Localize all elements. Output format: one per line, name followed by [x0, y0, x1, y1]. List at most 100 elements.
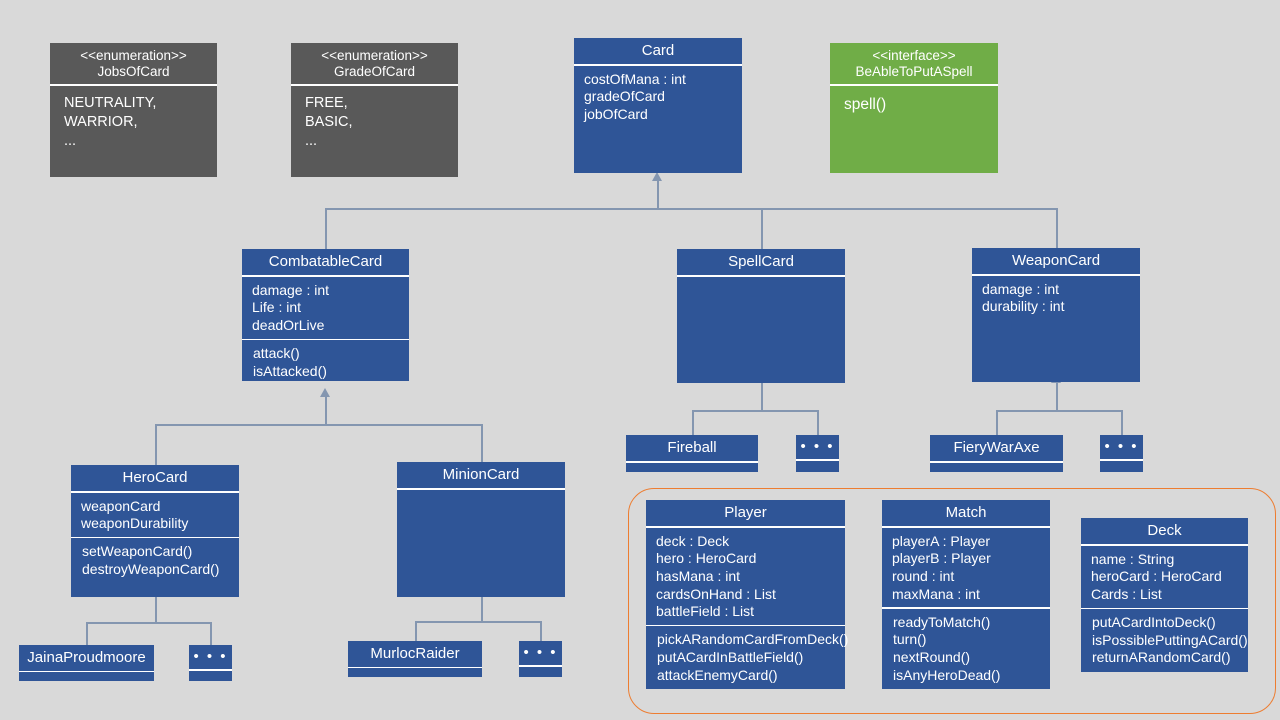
header-divider: [1081, 543, 1248, 546]
ellipsis-label: • • •: [193, 648, 228, 665]
class-header-match: Match: [945, 504, 987, 521]
spacer: [397, 499, 565, 597]
class-operations-deck: putACardIntoDeck() isPossiblePuttingACar…: [1092, 614, 1248, 666]
connector-spellcard-bus: [692, 410, 818, 412]
header-divider: [882, 525, 1050, 528]
spacer: [882, 688, 1050, 689]
class-attributes-hero-card: weaponCard weaponDurability: [81, 497, 189, 532]
connector-weaponcard-to-weaponmore: [1121, 410, 1123, 435]
class-box-murloc-raider[interactable]: MurlocRaider: [348, 641, 482, 677]
class-header-player: Player: [724, 504, 767, 521]
spacer: [677, 286, 845, 383]
spacer: [71, 583, 239, 597]
class-operations-match: readyToMatch() turn() nextRound() isAnyH…: [893, 613, 1001, 683]
connector-minioncard-to-murlocraider: [415, 621, 417, 641]
spacer: [519, 667, 562, 678]
header-divider: [677, 274, 845, 277]
class-operations-hero-card: setWeaponCard() destroyWeaponCard(): [82, 543, 220, 578]
connector-minioncard-to-minionmore: [540, 621, 542, 641]
class-attributes-card: costOfMana : int gradeOfCard jobOfCard: [584, 70, 686, 122]
connector-combatablecard-to-herocard: [155, 424, 157, 465]
class-box-fiery-war-axe[interactable]: FieryWarAxe: [930, 435, 1063, 472]
class-box-deck[interactable]: Deck name : String heroCard : HeroCard C…: [1081, 518, 1248, 672]
connector-weaponcard-to-fierywaraxe: [996, 410, 998, 435]
connector-combatablecard-to-minioncard: [481, 424, 483, 462]
class-box-match[interactable]: Match playerA : Player playerB : Player …: [882, 500, 1050, 689]
attributes-divider: [71, 536, 239, 539]
class-box-hero-more[interactable]: • • •: [189, 645, 232, 681]
spacer: [646, 688, 845, 689]
class-box-grade-of-card[interactable]: <<enumeration>> GradeOfCard FREE, BASIC,…: [291, 43, 458, 177]
class-box-spell-card[interactable]: SpellCard: [677, 249, 845, 383]
class-box-minion-more[interactable]: • • •: [519, 641, 562, 677]
connector-minioncard-bus: [415, 621, 541, 623]
header-divider: [71, 490, 239, 493]
spacer: [972, 320, 1140, 382]
spacer: [1100, 461, 1143, 472]
header-divider: [930, 460, 1063, 463]
class-box-card[interactable]: Card costOfMana : int gradeOfCard jobOfC…: [574, 38, 742, 173]
class-box-minion-card[interactable]: MinionCard: [397, 462, 565, 597]
class-box-player[interactable]: Player deck : Deck hero : HeroCard hasMa…: [646, 500, 849, 689]
class-operations-combatable-card: attack() isAttacked(): [253, 345, 327, 379]
class-box-jobs-of-card[interactable]: <<enumeration>> JobsOfCard NEUTRALITY, W…: [50, 43, 217, 177]
spacer: [348, 668, 482, 677]
connector-card-stem: [657, 181, 659, 208]
class-box-weapon-card[interactable]: WeaponCard damage : int durability : int: [972, 248, 1140, 382]
class-header-murloc-raider: MurlocRaider: [370, 645, 460, 662]
spacer: [626, 463, 758, 472]
header-divider: [397, 487, 565, 490]
spacer: [930, 463, 1063, 472]
header-divider: [50, 83, 217, 86]
connector-herocard-stem: [155, 597, 157, 622]
class-attributes-weapon-card: damage : int durability : int: [982, 280, 1065, 315]
class-box-weapon-more[interactable]: • • •: [1100, 435, 1143, 472]
header-divider: [189, 669, 232, 671]
class-attributes-deck: name : String heroCard : HeroCard Cards …: [1091, 550, 1222, 602]
class-header-deck: Deck: [1147, 522, 1182, 539]
class-box-fireball[interactable]: Fireball: [626, 435, 758, 472]
class-header-spell-card: SpellCard: [728, 253, 794, 270]
connector-combatablecard-stem: [325, 397, 327, 424]
class-box-spell-more[interactable]: • • •: [796, 435, 839, 472]
class-box-hero-card[interactable]: HeroCard weaponCard weaponDurability set…: [71, 465, 239, 597]
class-header-combatable-card: CombatableCard: [268, 253, 383, 270]
header-divider: [646, 525, 845, 528]
connector-card-to-spellcard: [761, 208, 763, 250]
class-header-hero-card: HeroCard: [122, 469, 188, 486]
attributes-divider: [242, 338, 409, 341]
ellipsis-label: • • •: [1104, 438, 1139, 455]
class-header-jaina-proudmoore: JainaProudmoore: [27, 649, 146, 666]
connector-weaponcard-stem: [1056, 383, 1058, 410]
attributes-divider: [646, 624, 845, 627]
connector-minioncard-stem: [481, 597, 483, 621]
class-box-combatable-card[interactable]: CombatableCard damage : int Life : int d…: [242, 249, 409, 381]
interface-operations-be-able-to-put-a-spell: spell(): [844, 95, 887, 113]
spacer: [50, 155, 217, 177]
header-divider: [242, 274, 409, 277]
header-divider: [574, 63, 742, 66]
spacer: [291, 155, 458, 177]
connector-herocard-to-heromore: [210, 622, 212, 645]
class-operations-player: pickARandomCardFromDeck() putACardInBatt…: [657, 631, 849, 683]
connector-herocard-to-jainaproudmoore: [86, 622, 88, 645]
class-header-grade-of-card: <<enumeration>> GradeOfCard: [321, 48, 428, 79]
spacer: [796, 461, 839, 472]
header-divider: [796, 459, 839, 461]
class-box-jaina-proudmoore[interactable]: JainaProudmoore: [19, 645, 154, 681]
arrowhead-to-combatablecard: [320, 388, 330, 397]
enum-values-jobs-of-card: NEUTRALITY, WARRIOR, ...: [64, 94, 157, 150]
ellipsis-label: • • •: [523, 644, 558, 661]
class-attributes-minion-card: [397, 490, 565, 499]
header-divider: [830, 83, 998, 86]
spacer: [189, 671, 232, 682]
connector-herocard-bus: [86, 622, 211, 624]
connector-card-bus: [325, 208, 1057, 210]
header-divider: [348, 666, 482, 669]
connector-spellcard-stem: [761, 383, 763, 410]
class-header-be-able-to-put-a-spell: <<interface>> BeAbleToPutASpell: [855, 48, 973, 79]
header-divider: [1100, 459, 1143, 461]
header-divider: [626, 460, 758, 463]
class-box-be-able-to-put-a-spell[interactable]: <<interface>> BeAbleToPutASpell spell(): [830, 43, 998, 173]
